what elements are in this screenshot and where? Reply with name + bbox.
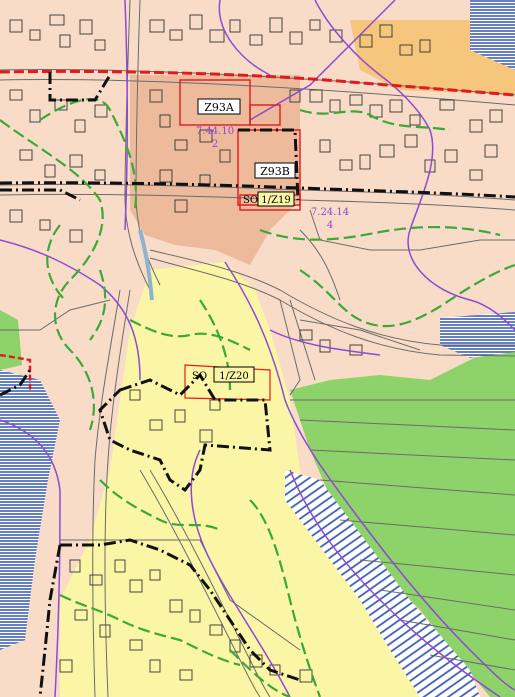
label-z19-prefix: SO: [243, 195, 258, 206]
label-z20-text: 1/Z20: [219, 371, 248, 382]
village-core-zone: [130, 75, 300, 265]
black-boundaries: [0, 72, 515, 697]
parcel-label-7-24-14: 7.24.14: [311, 207, 349, 218]
river: [138, 229, 154, 301]
hatched-area-mid-right: [440, 312, 515, 358]
parcel-label-7-44-10-sub: 2: [212, 139, 218, 150]
label-z93b-text: Z93B: [260, 165, 290, 178]
hatched-area-diagonal: [285, 470, 480, 697]
label-z93b: Z93B: [254, 162, 296, 179]
label-z19-text: 1/Z19: [261, 195, 290, 206]
green-dashed-lines: [0, 98, 515, 697]
label-z20: 1/Z20: [213, 366, 255, 383]
hatched-area-top-right: [470, 0, 515, 70]
label-z19: 1/Z19: [257, 191, 295, 207]
label-z20-prefix: SO: [192, 371, 207, 382]
parcel-label-7-24-14-sub: 4: [327, 220, 333, 231]
parcel-label-7-44-10: 7.44.10: [196, 126, 234, 137]
label-z93a-text: Z93A: [204, 101, 235, 114]
label-z93a: Z93A: [197, 98, 241, 115]
hatched-area-left: [0, 370, 60, 650]
forest-zone-right: [290, 340, 515, 697]
